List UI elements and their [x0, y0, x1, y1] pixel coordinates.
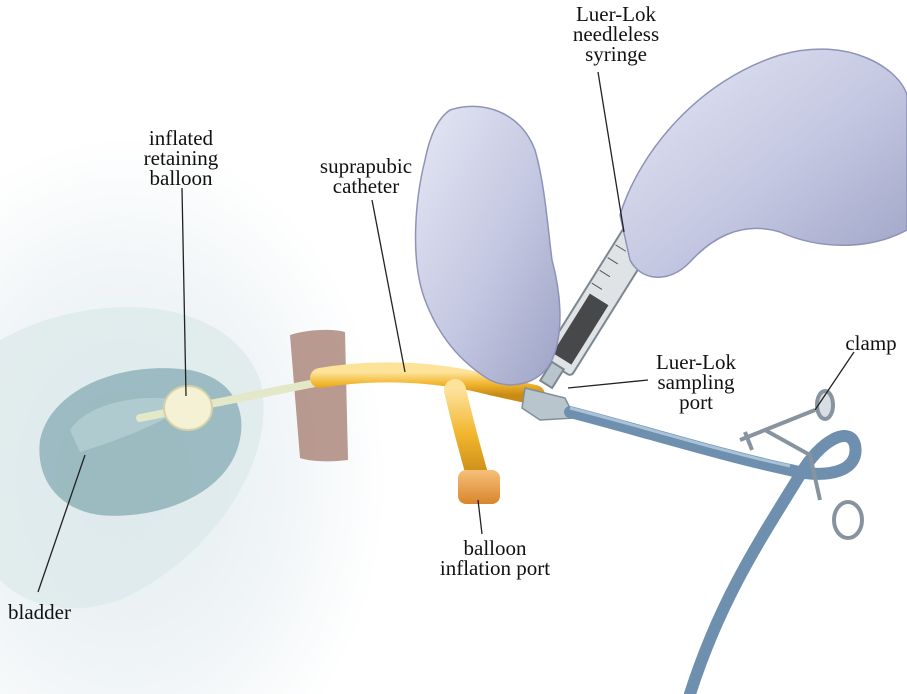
label-clamp: clamp: [838, 333, 904, 353]
skin-layer: [290, 330, 348, 461]
left-glove: [416, 106, 560, 384]
label-retaining-balloon: inflated retaining balloon: [122, 128, 240, 188]
catheter-branch: [455, 390, 478, 478]
label-catheter: suprapubic catheter: [305, 156, 427, 196]
label-syringe: Luer-Lok needleless syringe: [557, 4, 675, 64]
right-glove: [620, 49, 907, 277]
label-sampling-port: Luer-Lok sampling port: [648, 352, 744, 412]
inflation-port-cap: [458, 470, 500, 504]
label-bladder: bladder: [8, 602, 71, 622]
drainage-tubing-highlight: [570, 408, 790, 466]
label-inflation-port: balloon inflation port: [420, 538, 570, 578]
drainage-tubing: [570, 412, 856, 694]
retaining-balloon: [164, 386, 212, 430]
